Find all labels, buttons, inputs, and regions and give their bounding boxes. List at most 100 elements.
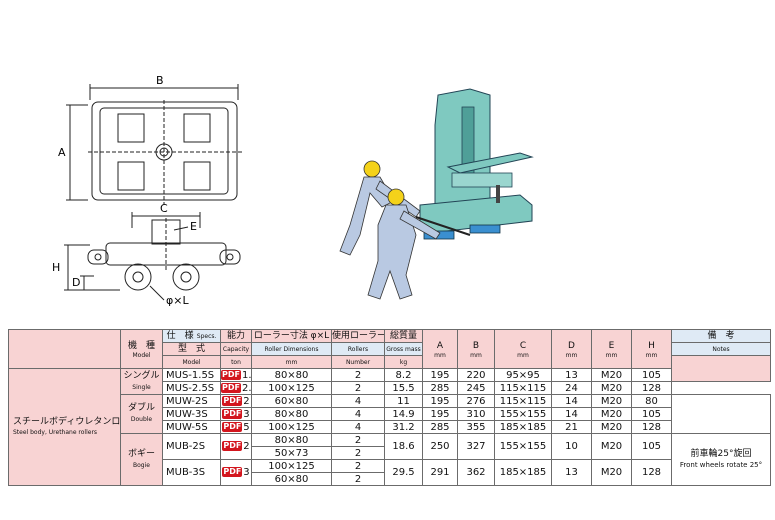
rollers-cell: 4 (331, 420, 385, 434)
header-gross-unit: kg (384, 355, 423, 369)
b-cell: 310 (457, 407, 495, 421)
e-cell: M20 (591, 394, 632, 408)
e-cell: M20 (591, 420, 632, 434)
header-rollers: 使用ローラー数 (331, 329, 385, 343)
c-cell: 155×155 (494, 433, 552, 460)
d-cell: 13 (551, 368, 592, 382)
workers-moving-machine-illustration (339, 88, 534, 300)
header-rollers-en: Rollers (331, 342, 385, 356)
header-rollers-unit: Number (331, 355, 385, 369)
c-cell: 115×115 (494, 394, 552, 408)
a-cell: 195 (422, 407, 458, 421)
pdf-icon[interactable]: PDF (221, 369, 241, 380)
pdf-icon[interactable]: PDF (222, 421, 243, 432)
technical-drawing: B A C E H D φ×L (52, 74, 242, 307)
mass-cell: 15.5 (384, 381, 423, 395)
table-row: スチールボディウレタンローラー Steel body, Urethane rol… (8, 368, 771, 486)
a-cell: 250 (422, 433, 458, 460)
h-cell: 105 (631, 407, 672, 421)
rollers-cell: 2 (331, 381, 385, 395)
pdf-icon[interactable]: PDF (222, 395, 243, 406)
a-cell: 195 (422, 368, 458, 382)
table-row: 60×80 2 (9, 472, 771, 486)
label-roller: φ×L (166, 294, 189, 307)
roller-cell: 60×80 (251, 472, 332, 486)
roller-cell: 100×125 (251, 420, 332, 434)
roller-cell: 100×125 (251, 459, 332, 473)
header-specs: 仕 様 Specs. (162, 329, 221, 343)
b-cell: 220 (457, 368, 495, 382)
mass-cell: 14.9 (384, 407, 423, 421)
model-cell: MUB-3S (162, 459, 221, 486)
group-bogie: ボギー Bogie (120, 433, 163, 486)
header-notes-en: Notes (671, 342, 771, 356)
header-gross-en: Gross mass (384, 342, 423, 356)
header-roller-dim-en: Roller Dimensions (251, 342, 332, 356)
c-cell: 95×95 (494, 368, 552, 382)
a-cell: 285 (422, 420, 458, 434)
roller-cell: 50×73 (251, 446, 332, 460)
header-model-type: 機 種 Model (120, 329, 163, 369)
model-cell: MUW-5S (162, 420, 221, 434)
model-cell: MUW-3S (162, 407, 221, 421)
b-cell: 245 (457, 381, 495, 395)
rollers-cell: 2 (331, 368, 385, 382)
header-model: 型 式 (162, 342, 221, 356)
roller-cell: 100×125 (251, 381, 332, 395)
rollers-cell: 4 (331, 407, 385, 421)
category-label: スチールボディウレタンローラー Steel body, Urethane rol… (8, 368, 121, 486)
rollers-cell: 4 (331, 394, 385, 408)
c-cell: 185×185 (494, 459, 552, 486)
h-cell: 128 (631, 420, 672, 434)
header-c: C mm (494, 329, 552, 369)
h-cell: 80 (631, 394, 672, 408)
header-capacity: 能力 (220, 329, 252, 343)
label-e: E (190, 220, 197, 233)
e-cell: M20 (591, 433, 632, 460)
d-cell: 10 (551, 433, 592, 460)
b-cell: 355 (457, 420, 495, 434)
label-c: C (160, 202, 168, 215)
header-capacity-en: Capacity (220, 342, 252, 356)
model-cell: MUW-2S (162, 394, 221, 408)
model-cell: MUB-2S (162, 433, 221, 460)
pdf-icon[interactable]: PDF (222, 441, 243, 451)
b-cell: 276 (457, 394, 495, 408)
d-cell: 14 (551, 407, 592, 421)
mass-cell: 11 (384, 394, 423, 408)
header-corner (8, 329, 121, 369)
header-roller-dim: ローラー寸法 φ×L (251, 329, 332, 343)
label-h: H (52, 261, 60, 274)
notes-empty-cell (671, 355, 771, 382)
mass-cell: 29.5 (384, 459, 423, 486)
header-notes: 備 考 (671, 329, 771, 343)
mass-cell: 18.6 (384, 433, 423, 460)
b-cell: 362 (457, 459, 495, 486)
d-cell: 24 (551, 381, 592, 395)
table-row: 50×73 2 (9, 446, 771, 460)
pdf-icon[interactable]: PDF (222, 408, 243, 419)
a-cell: 291 (422, 459, 458, 486)
notes-cell (671, 394, 771, 434)
pdf-icon[interactable]: PDF (222, 467, 243, 477)
roller-cell: 80×80 (251, 433, 332, 447)
label-d: D (72, 276, 80, 289)
roller-cell: 60×80 (251, 394, 332, 408)
pdf-icon[interactable]: PDF (221, 382, 241, 393)
mass-cell: 8.2 (384, 368, 423, 382)
roller-cell: 80×80 (251, 407, 332, 421)
header-a: A mm (422, 329, 458, 369)
rollers-cell: 2 (331, 433, 385, 447)
e-cell: M20 (591, 459, 632, 486)
